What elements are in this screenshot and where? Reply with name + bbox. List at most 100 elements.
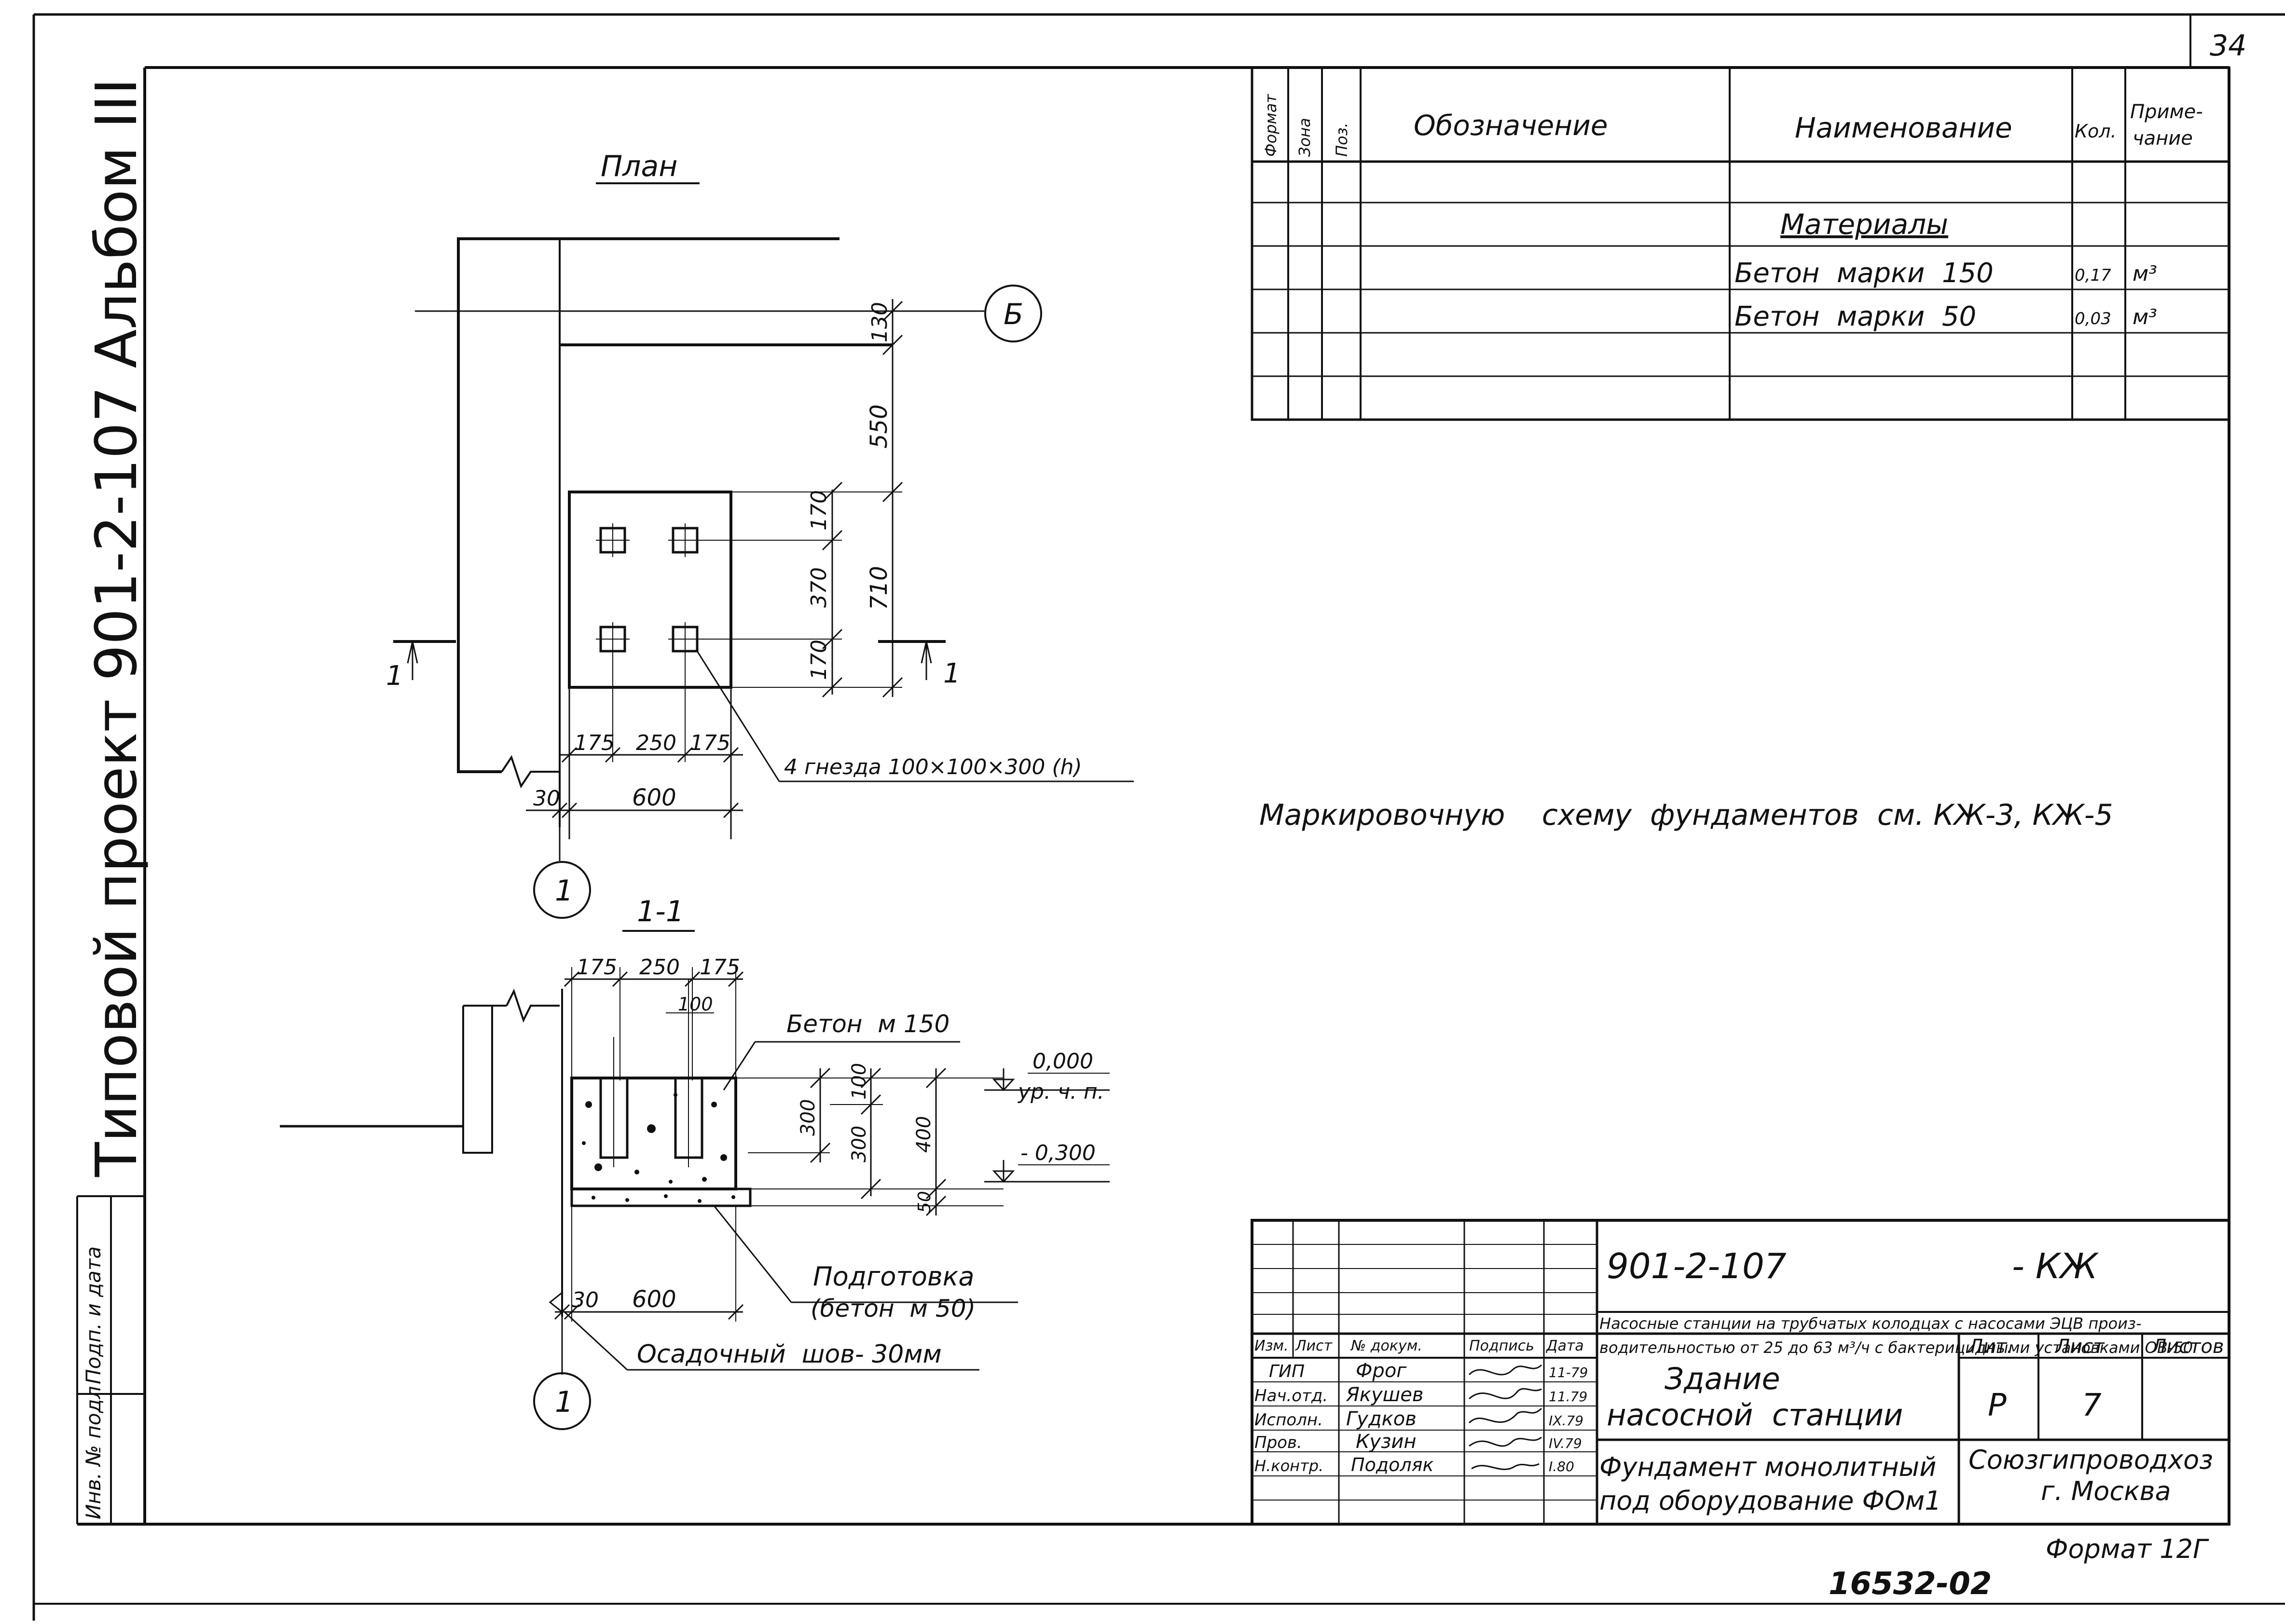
tb-role-3: Исполн. [1254,1410,1323,1430]
tb-name-2: Якушев [1346,1384,1423,1406]
joint-label: Осадочный шов- 30мм [637,1340,942,1369]
tb-sheets-label: Листов [2151,1336,2224,1358]
axis-b-label: Б [1004,298,1023,331]
plan-dim-250: 250 [636,731,676,755]
concrete-hatch [582,1093,727,1184]
section-axis-1: 1 [555,1385,573,1419]
header-designation: Обозначение [1414,109,1608,142]
tb-project-1: Насосные станции на трубчатых колодцах с… [1599,1314,2141,1333]
foundation-block-section [570,1077,737,1190]
row-2-unit: м³ [2133,305,2157,329]
tb-head-doc: № докум. [1350,1337,1422,1354]
header-pos: Поз. [1333,123,1351,157]
section-dim-100: 100 [678,994,713,1015]
tb-sheet-label: Лист [2054,1336,2105,1358]
tb-mark: - КЖ [2012,1246,2099,1286]
plan-dim-170-top: 170 [807,490,831,531]
plan-dim-175-left: 175 [574,731,615,755]
section-dim-175-left: 175 [577,955,617,980]
row-1-name: Бетон марки 150 [1734,258,1994,289]
tb-building-l1: Здание [1665,1361,1780,1396]
tb-lit-label: Лит. [1968,1336,2013,1358]
preparation-layer [570,1187,752,1207]
stamp-sign-date: Подп. и дата [82,1246,105,1384]
tb-sheet-title: Фундамент монолитный под оборудование ФО… [1599,1452,1944,1516]
tb-date-2: 11.79 [1549,1389,1587,1405]
tb-head-sign: Подпись [1469,1337,1534,1354]
tb-code: 901-2-107 [1607,1246,1787,1286]
section-dim-50: 50 [915,1191,935,1213]
left-stamp: Типовой проект 901-2-107 Альбом III Инв.… [76,78,150,1524]
section-dim-400: 400 [913,1116,935,1153]
tb-org: Союзгипроводхоз г. Москва [1968,1445,2221,1506]
plan-dim-175-right: 175 [690,731,730,755]
tb-people: ГИП Фрог 11-79 Нач.отд. Якушев 11.79 Исп… [1254,1360,1588,1475]
marking-note: Маркировочную схему фундаментов см. КЖ-3… [1259,798,2113,832]
title-block: 901-2-107 - КЖ Насосные станции на трубч… [1251,1219,2230,1526]
tb-date-5: I.80 [1549,1459,1574,1474]
header-qty: Кол. [2075,121,2117,142]
prep-hatch [592,1194,735,1203]
section-mark-left: 1 [386,660,403,692]
spec-table: Формат Зона Поз. Обозначение Наименовани… [1251,66,2230,421]
anchor-sockets-plan [596,523,702,656]
tb-sheet-value: 7 [2082,1388,2102,1423]
plan-view: План Б [386,150,1134,919]
plan-dim-130: 130 [867,302,892,342]
plan-dim-710: 710 [866,566,893,610]
section-dim-250: 250 [639,955,680,980]
row-1-unit: м³ [2133,261,2157,286]
header-note: Приме- чание [2130,101,2209,150]
prep-label-2: (бетон м 50) [811,1295,976,1323]
album-title: Типовой проект 901-2-107 Альбом III [83,78,150,1177]
tb-name-3: Гудков [1346,1408,1417,1430]
tb-project-2: водительностью от 25 до 63 м³/ч с бактер… [1599,1338,2193,1357]
tb-role-2: Нач.отд. [1254,1386,1328,1406]
header-name: Наименование [1795,111,2012,144]
section-title: 1-1 [637,895,684,928]
section-mark-right: 1 [943,658,961,689]
tb-date-1: 11-79 [1549,1365,1588,1380]
tb-name-4: Кузин [1356,1431,1417,1453]
section-view: 1-1 175 250 175 100 [280,895,1110,1430]
header-note-l2: чание [2133,127,2193,150]
plan-dim-170-bottom: 170 [807,640,831,680]
concrete-label: Бетон м 150 [786,1010,950,1038]
level-top: 0,000 [1032,1049,1093,1074]
tb-role-5: Н.контр. [1254,1457,1323,1475]
section-dim-100-v: 100 [848,1063,870,1100]
tb-sheet-title-l1: Фундамент монолитный [1599,1452,1936,1482]
tb-head-date: Дата [1545,1337,1584,1354]
row-1-qty: 0,17 [2075,266,2111,285]
format-note: Формат 12Г [2046,1534,2209,1564]
page-number: 34 [2210,29,2246,63]
header-note-l1: Приме- [2130,101,2203,123]
section-dim-300-outer: 300 [797,1099,819,1136]
tb-head-list: Лист [1295,1337,1333,1354]
tb-head-izm: Изм. [1254,1337,1289,1354]
section-dim-300-inner: 300 [848,1126,870,1162]
tb-building-l2: насосной станции [1607,1397,1903,1433]
row-2-name: Бетон марки 50 [1734,301,1976,332]
plan-sockets-note: 4 гнезда 100×100×300 (h) [784,755,1082,779]
foundation-block-plan [568,491,732,689]
tb-date-4: IV.79 [1549,1435,1582,1451]
header-zone: Зона [1295,118,1314,157]
tb-role-1: ГИП [1269,1362,1305,1381]
plan-dim-600: 600 [632,784,676,811]
tb-building: Здание насосной станции [1607,1361,1903,1433]
plan-title: План [601,150,677,183]
stamp-inv-no: Инв. № подл [82,1386,105,1519]
tb-date-3: IX.79 [1549,1413,1583,1429]
tb-role-4: Пров. [1254,1433,1302,1452]
section-materials: Материалы [1780,208,1948,241]
tb-lit-value: Р [1988,1388,2007,1423]
header-format: Формат [1262,94,1280,157]
prep-label-1: Подготовка [813,1261,974,1292]
tb-name-5: Подоляк [1351,1454,1433,1475]
section-dim-30: 30 [572,1288,599,1312]
plan-dim-30: 30 [533,786,560,811]
level-top-note: ур. ч. п. [1017,1079,1104,1104]
tb-sheet-title-l2: под оборудование ФОм1 [1599,1486,1941,1516]
